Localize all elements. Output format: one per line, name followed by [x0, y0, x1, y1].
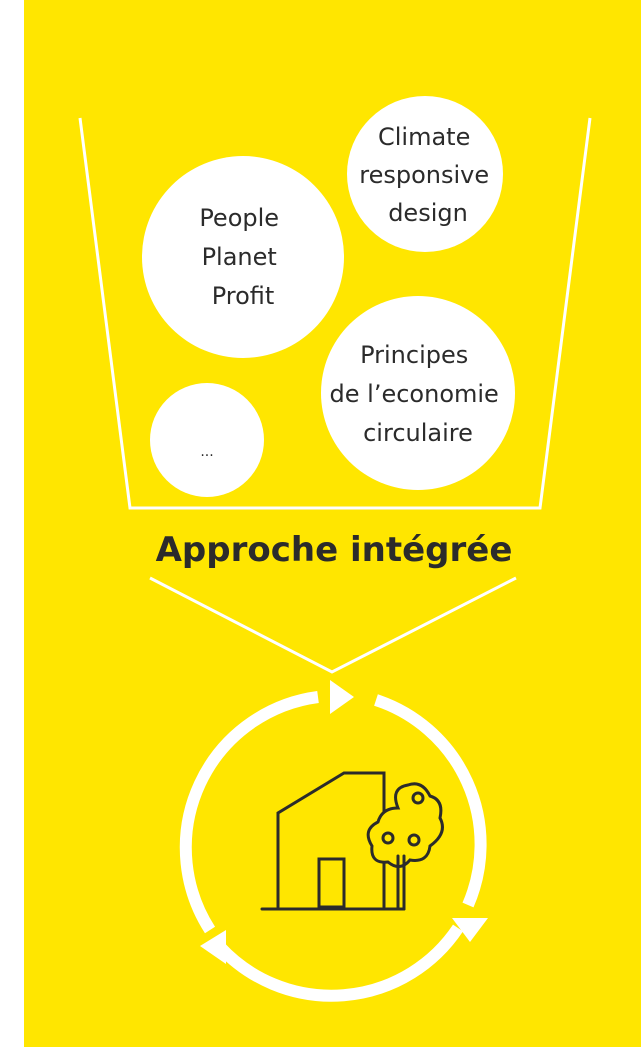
arrowhead-bottom-left — [200, 930, 226, 964]
house-door — [317, 857, 346, 909]
down-chevron-icon — [149, 576, 517, 674]
yellow-background — [24, 0, 641, 1047]
bubble-more: ... — [150, 383, 264, 497]
house-with-tree-icon — [260, 771, 444, 911]
bubble-climate-responsive-design: Climate responsive design — [347, 96, 503, 252]
bubble-line-circulaire: circulaire — [363, 419, 473, 447]
bubble-line-design: design — [388, 199, 468, 227]
bubble-line-climate: Climate — [378, 123, 470, 151]
bubble-line-economie: de l’economie — [330, 380, 499, 408]
tree-fruit-3 — [407, 833, 421, 847]
tree-crown — [366, 782, 444, 868]
tree-fruit-2 — [381, 831, 395, 845]
cycle-arc-right — [374, 694, 487, 908]
bubble-line-responsive: responsive — [359, 161, 489, 189]
arrowhead-top — [330, 680, 354, 714]
bubble-line-profit: Profit — [212, 282, 275, 310]
diagram-title: Approche intégrée — [156, 530, 513, 570]
svg-text:Climate responsive: Climate responsive design — [359, 123, 497, 227]
bubble-line-principes: Principes — [360, 341, 468, 369]
bubble-people-planet-profit: People Planet Profit — [142, 156, 344, 358]
arrowhead-right — [452, 918, 488, 942]
funnel-outline — [78, 117, 592, 510]
bubble-line-planet: Planet — [202, 243, 277, 271]
cycle-arc-left — [179, 691, 319, 934]
bubble-circular-economy: Principes de l’economie circulaire — [321, 296, 515, 490]
svg-text:People Planet: People Planet Profit — [199, 204, 286, 310]
bubble-more-text: ... — [200, 444, 213, 460]
cycle-arc-bottom — [215, 924, 463, 1002]
svg-text:Principes de l’economi: Principes de l’economie circulaire — [330, 341, 507, 447]
circular-arrows-icon — [179, 691, 487, 1002]
cycle-arrowheads — [200, 680, 488, 964]
bubble-line-people: People — [199, 204, 279, 232]
tree-fruit-1 — [411, 791, 425, 805]
